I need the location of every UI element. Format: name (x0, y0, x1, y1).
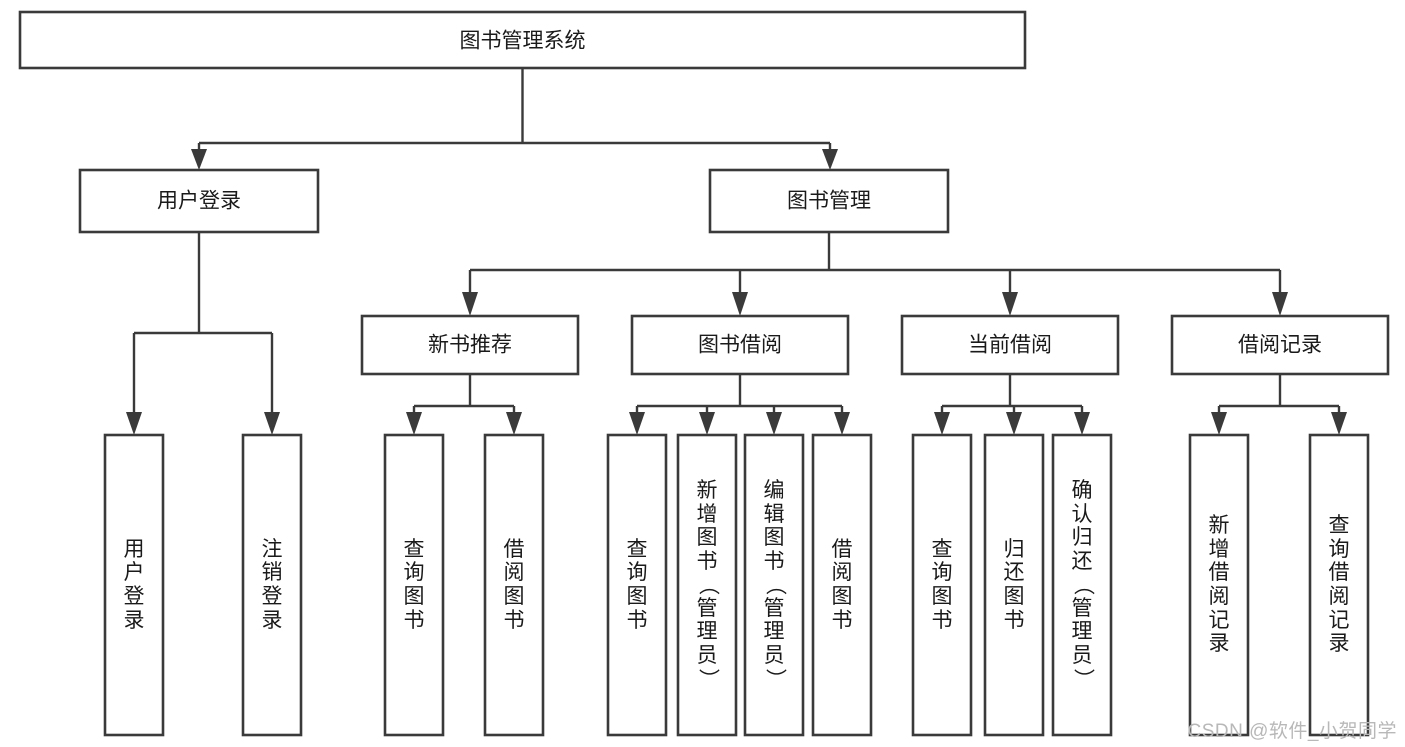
node-root-label: 图书管理系统 (460, 30, 586, 53)
node-leaf-confirm-return-box[interactable] (1051, 433, 1113, 737)
arrow-head-leaf-query-book-1 (406, 412, 422, 435)
arrow-head-borrow-record (1272, 292, 1288, 316)
node-new-book-rec[interactable]: 新书推荐 (360, 314, 580, 376)
node-current-borrow[interactable]: 当前借阅 (900, 314, 1120, 376)
arrow-head-leaf-query-book-3 (934, 412, 950, 435)
node-leaf-add-record-box[interactable] (1188, 433, 1250, 737)
arrow-head-book-borrow (732, 292, 748, 316)
node-leaf-query-record-box[interactable] (1308, 433, 1370, 737)
node-leaf-borrow-book-2-box[interactable] (811, 433, 873, 737)
node-current-borrow-label: 当前借阅 (968, 334, 1052, 357)
node-new-book-rec-label: 新书推荐 (428, 334, 512, 357)
arrow-head-leaf-user-login (126, 412, 142, 435)
node-book-borrow[interactable]: 图书借阅 (630, 314, 850, 376)
node-leaf-query-book-2-box[interactable] (606, 433, 668, 737)
node-leaf-add-book-box[interactable] (676, 433, 738, 737)
node-new-book-rec-box[interactable] (360, 314, 580, 376)
arrow-head-leaf-edit-book (766, 412, 782, 435)
connector-layer (126, 68, 1347, 435)
node-book-manage-label: 图书管理 (787, 190, 871, 213)
arrow-head-current-borrow (1002, 292, 1018, 316)
arrow-head-leaf-borrow-book-2 (834, 412, 850, 435)
node-leaf-return-book-box[interactable] (983, 433, 1045, 737)
node-book-borrow-box[interactable] (630, 314, 850, 376)
arrow-head-leaf-add-record (1211, 412, 1227, 435)
arrow-head-book-manage (822, 149, 838, 170)
arrow-head-leaf-return-book (1006, 412, 1022, 435)
node-current-borrow-box[interactable] (900, 314, 1120, 376)
arrow-head-leaf-add-book (699, 412, 715, 435)
node-root[interactable]: 图书管理系统 (18, 10, 1027, 70)
arrow-head-leaf-logout (264, 412, 280, 435)
arrow-head-new-book-rec (462, 292, 478, 316)
node-leaf-edit-book-box[interactable] (743, 433, 805, 737)
node-borrow-record[interactable]: 借阅记录 (1170, 314, 1390, 376)
arrow-head-leaf-query-record (1331, 412, 1347, 435)
csdn-watermark: CSDN @软件_小贺同学 (1187, 721, 1397, 742)
node-leaf-logout-box[interactable] (241, 433, 303, 737)
leaf-box-layer (103, 433, 1370, 737)
node-book-manage-box[interactable] (708, 168, 950, 234)
node-book-manage[interactable]: 图书管理 (708, 168, 950, 234)
node-user-login-box[interactable] (78, 168, 320, 234)
arrow-head-leaf-borrow-book-1 (506, 412, 522, 435)
node-user-login-label: 用户登录 (157, 190, 241, 213)
node-root-box[interactable] (18, 10, 1027, 70)
node-user-login[interactable]: 用户登录 (78, 168, 320, 234)
node-borrow-record-box[interactable] (1170, 314, 1390, 376)
arrow-head-leaf-query-book-2 (629, 412, 645, 435)
node-leaf-user-login-box[interactable] (103, 433, 165, 737)
node-leaf-borrow-book-1-box[interactable] (483, 433, 545, 737)
node-leaf-query-book-3-box[interactable] (911, 433, 973, 737)
arrow-head-leaf-confirm-return (1074, 412, 1090, 435)
node-borrow-record-label: 借阅记录 (1238, 334, 1322, 357)
node-book-borrow-label: 图书借阅 (698, 334, 782, 357)
node-leaf-query-book-1-box[interactable] (383, 433, 445, 737)
arrow-head-user-login (191, 149, 207, 170)
